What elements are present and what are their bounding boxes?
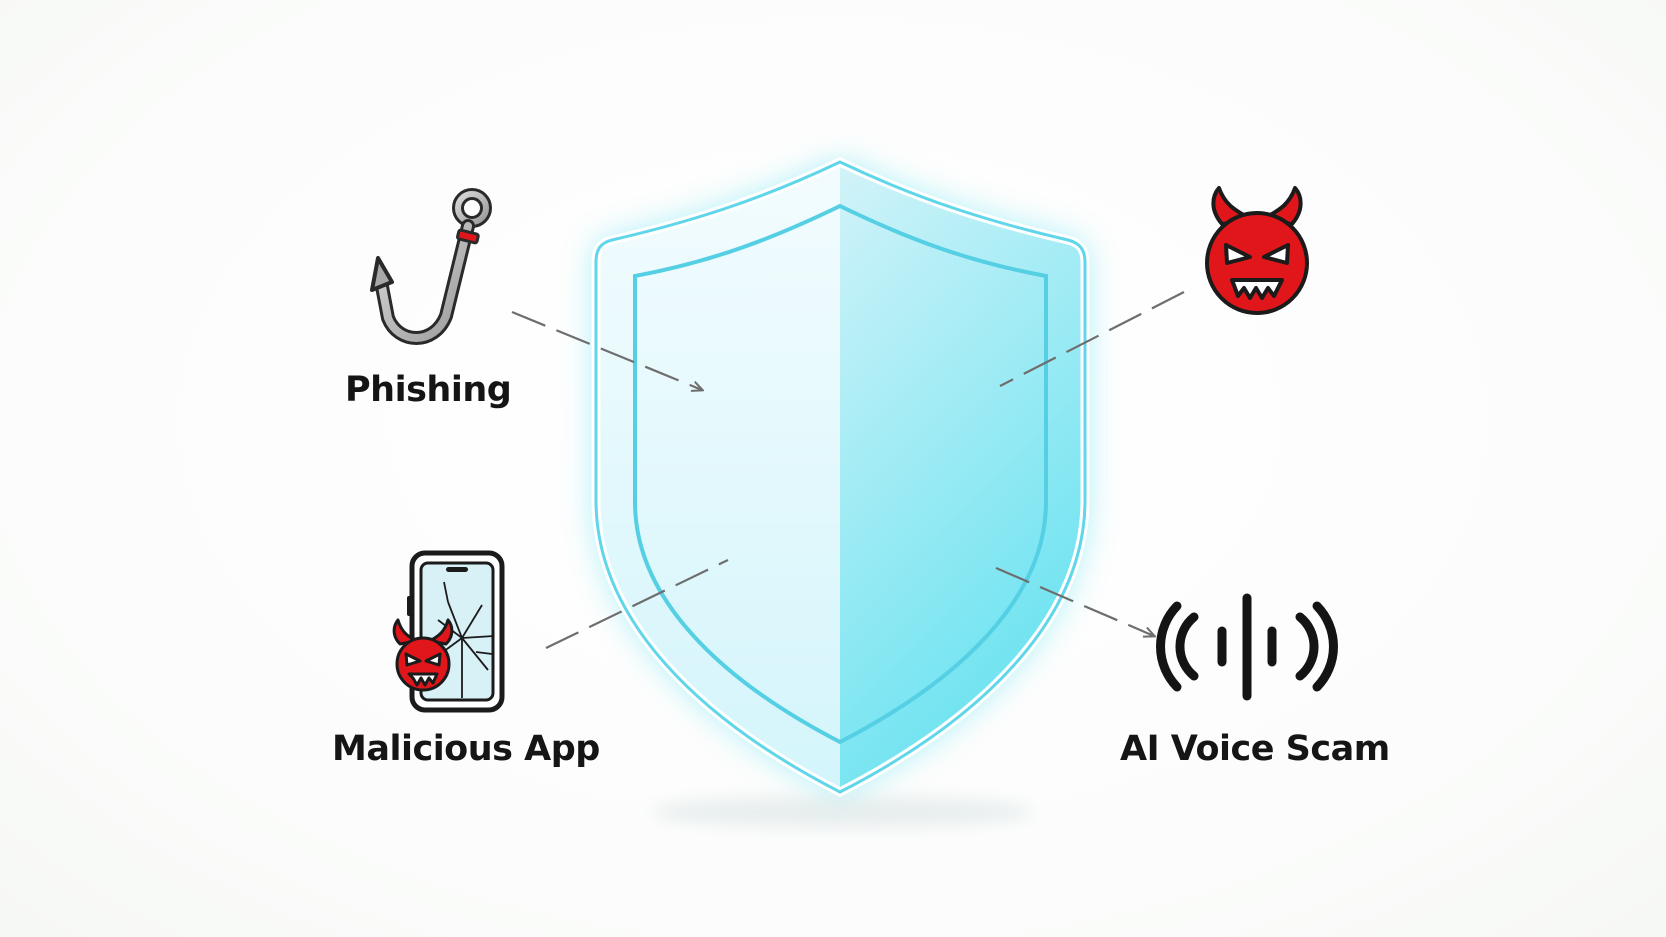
small-devil-icon bbox=[392, 618, 454, 692]
ai-voice-scam-label: AI Voice Scam bbox=[1120, 729, 1390, 769]
arrow-app-to-shield bbox=[545, 559, 729, 649]
arrow-phishing-to-shield bbox=[511, 310, 702, 390]
shield-icon bbox=[591, 157, 1090, 798]
sound-wave-icon bbox=[1156, 593, 1338, 701]
arrow-shield-to-voice bbox=[995, 566, 1154, 636]
connector-arrows bbox=[511, 291, 1185, 649]
cracked-phone-devil-icon bbox=[392, 550, 505, 713]
fishing-hook-icon bbox=[370, 188, 492, 345]
phishing-label: Phishing bbox=[345, 370, 512, 410]
malicious-app-label: Malicious App bbox=[332, 729, 600, 769]
devil-face-icon bbox=[1205, 186, 1309, 315]
arrow-devil-to-shield bbox=[999, 291, 1185, 387]
shield-shadow bbox=[652, 796, 1032, 828]
